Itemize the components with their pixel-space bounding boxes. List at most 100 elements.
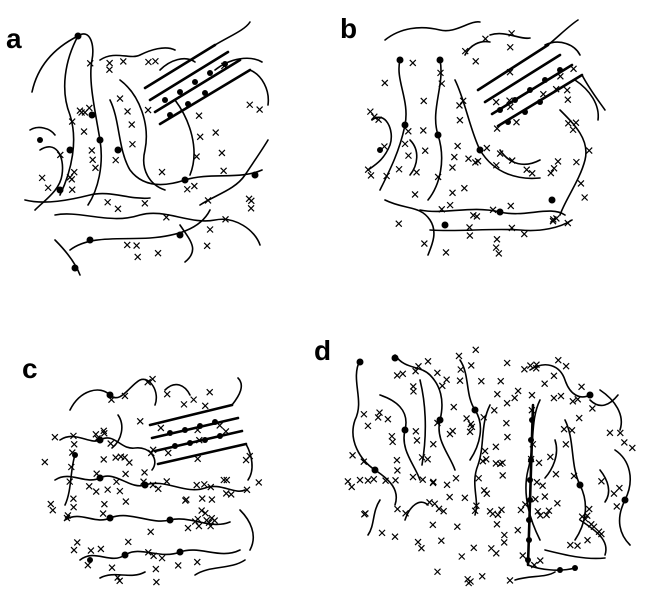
x-mark-icon	[439, 383, 445, 389]
x-mark-icon	[410, 60, 416, 66]
x-mark-icon	[101, 456, 107, 462]
x-mark-icon	[496, 250, 502, 256]
x-mark-icon	[126, 460, 132, 466]
x-mark-icon	[74, 539, 80, 545]
x-mark-icon	[479, 573, 485, 579]
x-mark-icon	[565, 120, 571, 126]
x-mark-icon	[499, 460, 505, 466]
x-mark-icon	[614, 503, 620, 509]
x-mark-icon	[414, 169, 420, 175]
x-mark-icon	[117, 488, 123, 494]
x-mark-icon	[410, 383, 416, 389]
x-mark-icon	[129, 122, 135, 128]
x-mark-icon	[425, 456, 431, 462]
x-mark-icon	[427, 499, 433, 505]
x-mark-icon	[481, 487, 487, 493]
x-mark-icon	[152, 58, 158, 64]
x-mark-icon	[410, 474, 416, 480]
x-mark-icon	[365, 478, 371, 484]
x-mark-icon	[219, 150, 225, 156]
x-mark-icon	[507, 577, 513, 583]
x-mark-icon	[498, 378, 504, 384]
x-mark-icon	[462, 495, 468, 501]
x-mark-icon	[125, 108, 131, 114]
x-mark-icon	[540, 91, 546, 97]
x-mark-icon	[554, 500, 560, 506]
x-mark-icon	[205, 197, 211, 203]
x-mark-icon	[199, 508, 205, 514]
panel-d-label: d	[314, 335, 331, 366]
x-mark-icon	[39, 175, 45, 181]
x-mark-icon	[508, 203, 514, 209]
x-mark-icon	[135, 254, 141, 260]
x-mark-icon	[92, 165, 98, 171]
x-mark-icon	[471, 545, 477, 551]
x-mark-icon	[207, 389, 213, 395]
x-mark-icon	[129, 141, 135, 147]
panel-b-chains	[368, 20, 605, 255]
x-mark-icon	[493, 444, 499, 450]
x-mark-icon	[467, 233, 473, 239]
x-mark-icon	[361, 411, 367, 417]
x-mark-icon	[381, 143, 387, 149]
x-mark-icon	[377, 410, 383, 416]
x-mark-icon	[357, 477, 363, 483]
x-mark-icon	[209, 497, 215, 503]
x-mark-icon	[493, 99, 499, 105]
x-mark-icon	[195, 456, 201, 462]
x-mark-icon	[137, 418, 143, 424]
x-mark-icon	[465, 156, 471, 162]
x-mark-icon	[534, 479, 540, 485]
x-mark-icon	[405, 153, 411, 159]
x-mark-icon	[164, 391, 170, 397]
x-mark-icon	[451, 154, 457, 160]
x-mark-icon	[482, 448, 488, 454]
x-mark-icon	[98, 546, 104, 552]
x-mark-icon	[101, 501, 107, 507]
x-mark-icon	[573, 159, 579, 165]
x-mark-icon	[145, 107, 151, 113]
x-mark-icon	[52, 434, 58, 440]
panel-a-crosslinks	[39, 58, 263, 260]
x-mark-icon	[563, 363, 569, 369]
x-mark-icon	[493, 245, 499, 251]
x-mark-icon	[124, 242, 130, 248]
x-mark-icon	[521, 366, 527, 372]
x-mark-icon	[87, 60, 93, 66]
x-mark-icon	[86, 105, 92, 111]
x-mark-icon	[537, 558, 543, 564]
x-mark-icon	[438, 538, 444, 544]
panel-d-crosslinks	[345, 347, 635, 586]
x-mark-icon	[555, 357, 561, 363]
x-mark-icon	[243, 457, 249, 463]
x-mark-icon	[385, 416, 391, 422]
x-mark-icon	[585, 537, 591, 543]
x-mark-icon	[500, 472, 506, 478]
x-mark-icon	[494, 391, 500, 397]
x-mark-icon	[532, 496, 538, 502]
x-mark-icon	[540, 483, 546, 489]
x-mark-icon	[515, 527, 521, 533]
x-mark-icon	[394, 457, 400, 463]
x-mark-icon	[586, 148, 592, 154]
x-mark-icon	[518, 507, 524, 513]
x-mark-icon	[551, 373, 557, 379]
x-mark-icon	[213, 130, 219, 136]
x-mark-icon	[159, 555, 165, 561]
x-mark-icon	[412, 191, 418, 197]
x-mark-icon	[468, 362, 474, 368]
x-mark-icon	[561, 426, 567, 432]
x-mark-icon	[455, 143, 461, 149]
x-mark-icon	[571, 66, 577, 72]
x-mark-icon	[507, 44, 513, 50]
x-mark-icon	[476, 475, 482, 481]
x-mark-icon	[495, 512, 501, 518]
x-mark-icon	[50, 507, 56, 513]
panel-c-label: c	[22, 353, 38, 384]
x-mark-icon	[501, 532, 507, 538]
panel-b-nodes	[377, 57, 563, 229]
x-mark-icon	[494, 521, 500, 527]
x-mark-icon	[153, 566, 159, 572]
x-mark-icon	[447, 202, 453, 208]
x-mark-icon	[194, 482, 200, 488]
